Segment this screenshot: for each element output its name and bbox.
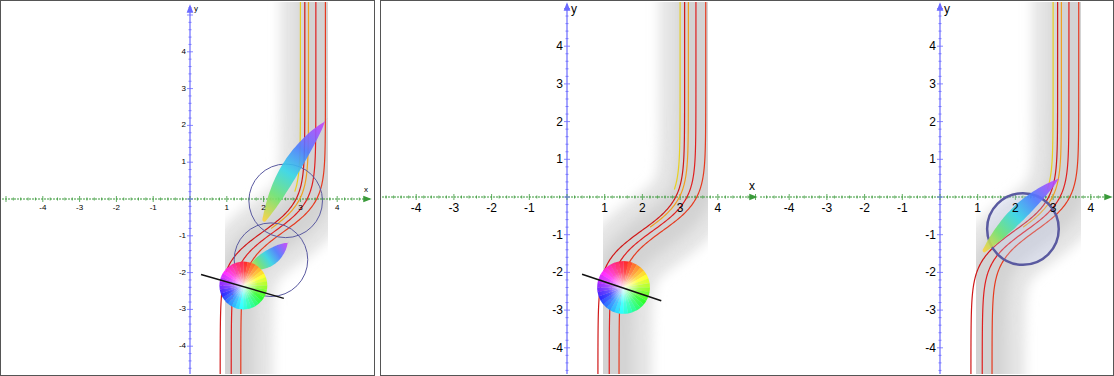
tick-label: -4 [552,342,563,354]
tick-label: 3 [182,85,186,93]
tick-label: y [194,5,198,13]
tick-label: 1 [929,153,936,165]
tick-label: 3 [298,204,302,212]
tick-label: -4 [784,202,795,214]
flow-curve [619,2,706,374]
tick-label: 2 [182,121,186,129]
y-axis [189,6,190,374]
tick-label: -1 [524,202,535,214]
tick-label: -2 [486,202,497,214]
tick-label: -3 [925,304,936,316]
flow-curve [674,2,680,189]
tick-label: x [364,186,368,194]
x-axis [382,196,756,197]
tick-label: -1 [179,232,186,240]
tick-label: 2 [261,204,265,212]
axis-line [201,274,284,298]
tick-label: 4 [929,40,936,52]
gray-band [612,2,699,374]
gray-band [985,2,1072,374]
tick-label: -2 [925,266,936,278]
tick-label: -1 [897,202,908,214]
tick-label: 1 [182,158,186,166]
tick-label: 4 [714,202,721,214]
axis-line [582,274,661,300]
x-axis [760,196,1111,197]
tick-label: 4 [335,204,339,212]
tick-label: -3 [449,202,460,214]
flow-curve [609,2,696,374]
tick-label: -2 [859,202,870,214]
plot-panel [2,2,373,374]
tick-label: -3 [179,305,186,313]
tick-label: 2 [639,202,646,214]
tick-label: 3 [556,78,563,90]
tick-label: 2 [556,116,563,128]
tick-label: 3 [677,202,684,214]
tick-label: y [944,3,950,15]
x-axis [2,198,370,199]
tick-label: -2 [179,269,186,277]
tick-label: -4 [925,342,936,354]
plot-panel [382,2,760,374]
tick-label: 4 [1087,202,1094,214]
tick-label: 2 [929,116,936,128]
tick-label: x [749,180,755,192]
tick-label: -1 [552,229,563,241]
tick-label: -3 [822,202,833,214]
tick-label: 4 [556,40,563,52]
rainbow-trail [983,169,1072,253]
y-axis [939,4,940,374]
tick-label: -1 [150,204,157,212]
tick-label: 1 [225,204,229,212]
color-wheel [219,262,267,310]
plot-panel [760,2,1113,374]
flow-curve [1047,2,1053,189]
flow-curve [598,2,685,374]
y-axis [566,4,567,374]
tick-label: 1 [556,153,563,165]
tick-label: -2 [552,266,563,278]
tick-label: -4 [179,342,186,350]
tick-label: 2 [1012,202,1019,214]
tick-label: -1 [925,229,936,241]
gray-band [612,2,699,374]
tick-label: -4 [411,202,422,214]
gray-band [985,2,1072,374]
tick-label: -3 [552,304,563,316]
tick-label: 4 [182,48,186,56]
tick-label: 3 [929,78,936,90]
flow-curve [220,2,305,374]
flow-curve [650,2,688,227]
tick-label: -4 [39,204,46,212]
tick-label: y [571,3,577,15]
flow-curve [992,2,1079,374]
rainbow-trail [262,107,337,222]
tick-label: 3 [1050,202,1057,214]
flow-curve [982,2,1069,374]
tick-label: -3 [76,204,83,212]
tick-label: -2 [113,204,120,212]
tick-label: 1 [974,202,981,214]
tick-label: 1 [601,202,608,214]
